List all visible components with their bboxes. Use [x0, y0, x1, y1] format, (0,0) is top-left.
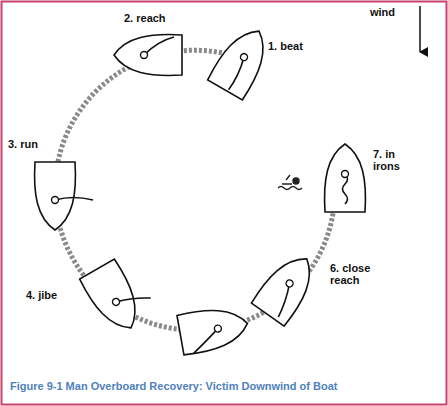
boat-run — [35, 162, 93, 230]
point-of-sail-label: 1. beat — [268, 40, 303, 52]
boat-jibe — [79, 253, 158, 338]
point-of-sail-label: 6. close reach — [330, 262, 380, 286]
boat-beat — [207, 21, 276, 100]
figure-caption: Figure 9-1 Man Overboard Recovery: Victi… — [10, 380, 337, 392]
boat-close-reach — [251, 247, 324, 326]
wind-label: wind — [370, 6, 395, 18]
point-of-sail-label: 2. reach — [124, 12, 166, 24]
wind-arrow — [419, 6, 421, 52]
point-of-sail-label: 3. run — [8, 138, 38, 150]
boat-broad-reach — [177, 303, 251, 355]
victim-figure — [278, 175, 302, 190]
boat-in-irons — [325, 144, 366, 212]
point-of-sail-label: 7. in irons — [373, 148, 415, 172]
point-of-sail-label: 4. jibe — [26, 289, 57, 301]
boat-reach — [114, 35, 182, 76]
